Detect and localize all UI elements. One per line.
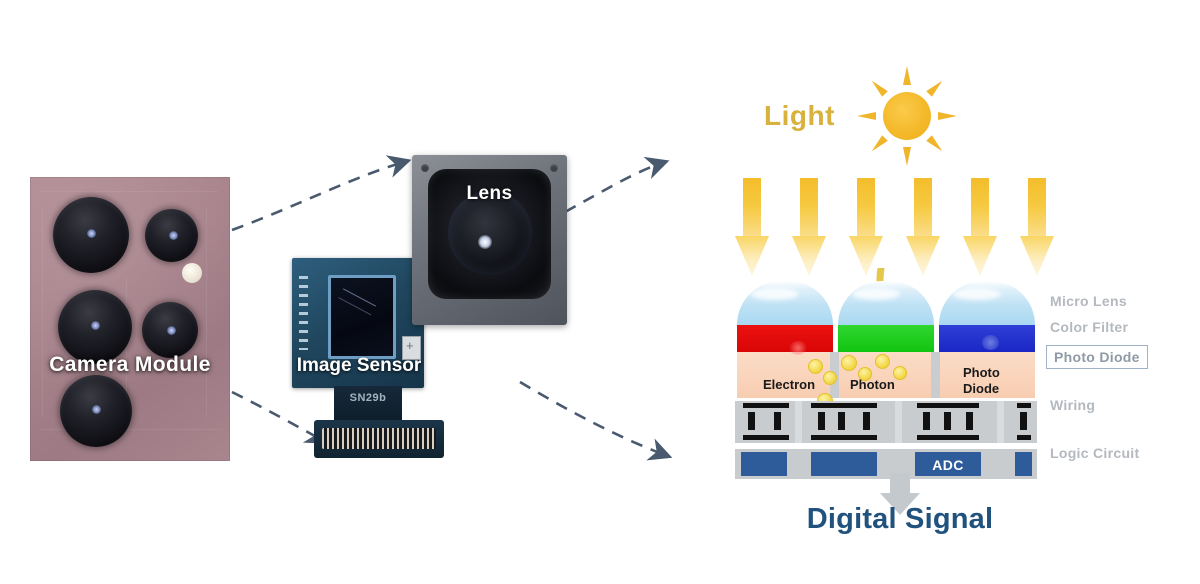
flash-led-icon — [182, 263, 202, 283]
sun-core — [883, 92, 931, 140]
light-arrow — [906, 178, 940, 276]
camera-lens-3 — [58, 290, 132, 364]
camera-lens-5 — [60, 375, 132, 447]
arrow-module-to-lens — [231, 155, 412, 232]
camera-module-label: Camera Module — [49, 353, 211, 376]
lens-label: Lens — [466, 183, 513, 204]
photo-diode-inline-label-line1: Photo — [963, 365, 1000, 380]
camera-lens-1 — [53, 197, 129, 273]
arrow-lens-to-pixel — [564, 156, 670, 214]
camera-lens-4 — [142, 302, 198, 358]
adc-block — [915, 452, 981, 476]
logic-block — [741, 452, 787, 476]
color-filter-green — [838, 325, 934, 352]
sensor-contact-pads — [299, 276, 308, 350]
light-arrows-group — [735, 178, 1055, 278]
electron-particle — [808, 359, 823, 374]
layer-label-micro-lens: Micro Lens — [1050, 293, 1127, 309]
red-pixel-dot — [789, 341, 807, 355]
electron-particle — [893, 366, 907, 380]
pixel-cross-section: Electron Photon Photo Diode — [735, 281, 1037, 479]
photon-inline-label: Photon — [850, 377, 895, 392]
lens-glass — [448, 191, 532, 275]
logic-block — [811, 452, 877, 476]
micro-lens-dome — [838, 281, 934, 325]
sensor-connector — [314, 420, 444, 458]
logic-block — [1015, 452, 1032, 476]
blue-pixel-dot — [982, 335, 999, 350]
photo-diode-inline-label-line2: Diode — [963, 381, 1000, 396]
layer-label-wiring: Wiring — [1050, 397, 1096, 413]
sun-icon — [857, 66, 957, 166]
wiring-layer — [735, 401, 1037, 443]
sensor-side-chip — [402, 336, 421, 360]
electron-particle — [823, 371, 837, 385]
light-arrow — [1020, 178, 1054, 276]
light-label: Light — [764, 100, 835, 131]
light-arrow — [963, 178, 997, 276]
lens-glare — [478, 235, 492, 249]
sensor-pcb — [292, 258, 424, 388]
adc-label: ADC — [932, 457, 964, 473]
sensor-flex-neck — [334, 386, 402, 422]
electron-particle — [858, 367, 872, 381]
micro-lens-dome — [737, 281, 833, 325]
photo-diode-well — [939, 352, 1035, 398]
image-sensor-label: Image Sensor — [296, 355, 422, 376]
digital-signal-label: Digital Signal — [806, 503, 994, 535]
lens-module-photo: Lens — [412, 155, 567, 325]
micro-lens-dome — [939, 281, 1035, 325]
layer-label-logic-circuit: Logic Circuit — [1050, 445, 1140, 461]
image-sensor-sub-label: SN29b — [349, 392, 387, 404]
pixel-isolation — [931, 352, 940, 398]
camera-module-photo: Camera Module — [30, 177, 230, 461]
arrow-sensor-to-pixel — [519, 380, 673, 461]
electron-particle — [841, 355, 857, 371]
layer-label-color-filter: Color Filter — [1050, 319, 1129, 335]
color-filter-red — [737, 325, 833, 352]
light-arrow — [849, 178, 883, 276]
connector-pins — [322, 428, 436, 449]
sensor-die — [328, 275, 396, 359]
image-sensor-photo: Image Sensor SN29b — [292, 258, 472, 463]
light-arrow — [792, 178, 826, 276]
camera-lens-2 — [145, 209, 198, 262]
electron-inline-label: Electron — [763, 377, 816, 392]
layer-label-photo-diode: Photo Diode — [1046, 345, 1148, 369]
logic-circuit-layer: ADC — [735, 449, 1037, 479]
digital-signal-arrow-icon — [880, 473, 920, 515]
light-arrow — [735, 178, 769, 276]
electron-particle — [875, 354, 890, 369]
